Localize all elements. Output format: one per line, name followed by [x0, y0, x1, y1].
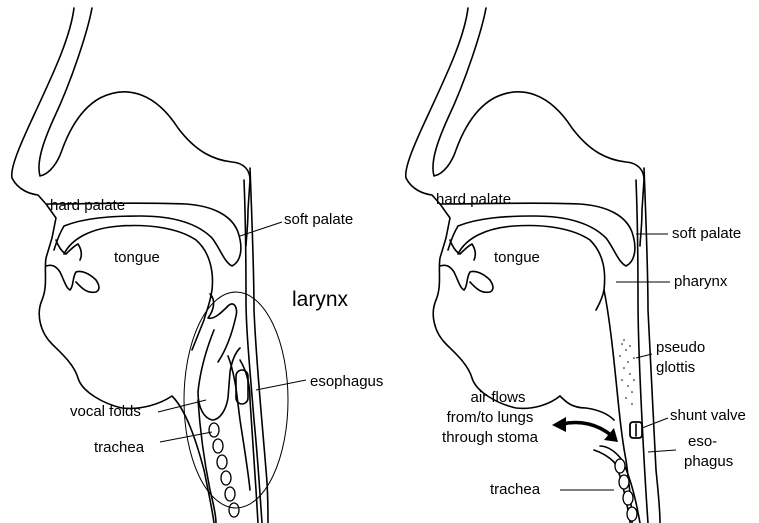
- trachea-ring: [623, 491, 633, 505]
- face-profile-outline: [406, 8, 560, 408]
- trachea-ring: [217, 455, 227, 469]
- trachea-ring: [619, 475, 629, 489]
- label-air-flows: through stoma: [442, 429, 539, 446]
- label-pseudo-glottis: glottis: [656, 359, 695, 376]
- trachea-ring: [229, 503, 239, 517]
- label-hard-palate: hard palate: [50, 197, 125, 214]
- neopharynx-front-wall: [604, 290, 632, 523]
- upper-teeth: [56, 240, 81, 260]
- neck-front: [560, 396, 614, 420]
- pseudo-glottis-dots: [619, 339, 635, 405]
- nasal-cavity-outline: [433, 8, 644, 246]
- label-larynx: larynx: [292, 288, 349, 311]
- label-trachea: trachea: [94, 439, 145, 456]
- esophagus-leader: [256, 380, 306, 390]
- trachea-ring: [213, 439, 223, 453]
- normal-anatomy-panel: hard palate soft palate tongue larynx es…: [12, 8, 384, 523]
- label-tongue: tongue: [494, 249, 540, 266]
- shunt-valve-leader: [642, 418, 668, 428]
- label-pseudo-glottis: pseudo: [656, 339, 705, 356]
- label-soft-palate: soft palate: [672, 225, 741, 242]
- airflow-arrowhead-left: [552, 417, 566, 432]
- esophagus-leader: [648, 450, 676, 452]
- airflow-arrow: [562, 423, 612, 437]
- tongue-shape: [64, 226, 212, 350]
- upper-teeth: [450, 240, 475, 260]
- trachea-ring: [615, 459, 625, 473]
- label-esophagus: esophagus: [310, 373, 383, 390]
- label-trachea: trachea: [490, 481, 541, 498]
- soft-palate-leader: [240, 222, 282, 236]
- trachea-ring: [627, 507, 637, 521]
- label-shunt-valve: shunt valve: [670, 407, 746, 424]
- label-air-flows: air flows: [470, 389, 525, 406]
- tongue-shape: [458, 226, 605, 310]
- label-soft-palate: soft palate: [284, 211, 353, 228]
- lower-lip: [46, 265, 99, 292]
- label-tongue: tongue: [114, 249, 160, 266]
- laryngectomy-panel: hard palate soft palate tongue pharynx p…: [406, 8, 746, 523]
- label-hard-palate: hard palate: [436, 191, 511, 208]
- label-pharynx: pharynx: [674, 273, 728, 290]
- label-esophagus: eso-: [688, 433, 717, 450]
- trachea-ring: [209, 423, 219, 437]
- trachea-ring: [225, 487, 235, 501]
- label-esophagus: phagus: [684, 453, 733, 470]
- label-vocal-folds: vocal folds: [70, 403, 141, 420]
- lower-lip: [440, 265, 493, 292]
- label-air-flows: from/to lungs: [447, 409, 534, 426]
- trachea-ring: [221, 471, 231, 485]
